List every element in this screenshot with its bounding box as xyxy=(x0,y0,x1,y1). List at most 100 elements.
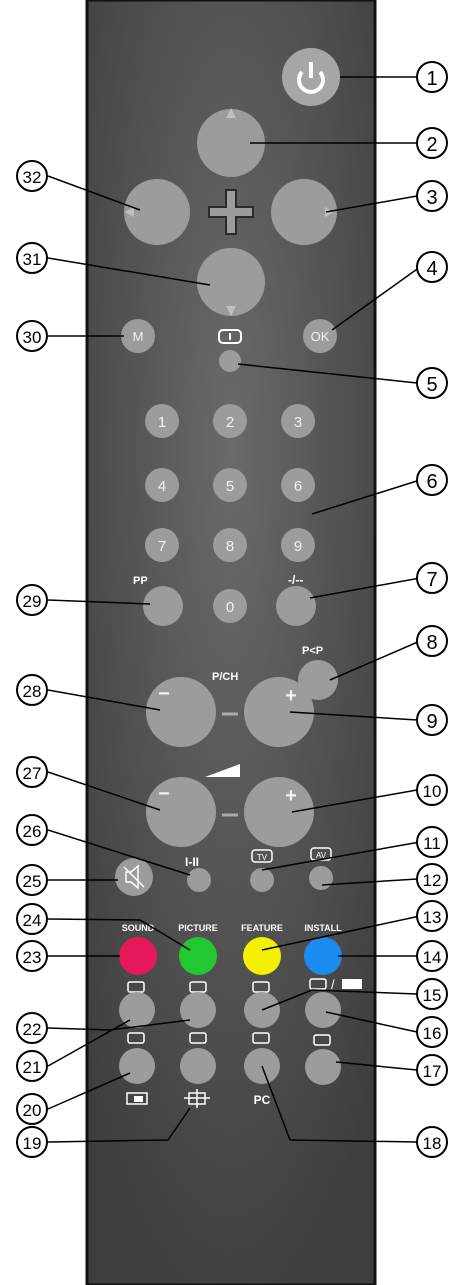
minus-icon: − xyxy=(158,683,170,705)
callout-27: 27 xyxy=(16,756,48,788)
callout-18: 18 xyxy=(416,1126,448,1158)
minus-icon: − xyxy=(158,783,170,805)
sound-label: SOUND xyxy=(122,923,155,933)
digit-button[interactable]: 6 xyxy=(281,468,315,502)
svg-text:17: 17 xyxy=(423,1062,442,1081)
callout-22: 22 xyxy=(16,1012,48,1044)
teletext-size-icon xyxy=(252,981,270,993)
yellow-button[interactable] xyxy=(243,937,281,975)
callout-13: 13 xyxy=(416,900,448,932)
callout-30: 30 xyxy=(16,320,48,352)
cursor-left-button[interactable] xyxy=(124,179,190,245)
teletext-subpage-button[interactable] xyxy=(305,1049,341,1085)
svg-text:21: 21 xyxy=(23,1058,42,1077)
pch-label: P/CH xyxy=(212,671,238,683)
svg-text:6: 6 xyxy=(426,471,437,493)
callout-4: 4 xyxy=(416,251,448,283)
callout-29: 29 xyxy=(16,584,48,616)
svg-text:9: 9 xyxy=(426,711,437,733)
svg-text:25: 25 xyxy=(23,872,42,891)
svg-text:13: 13 xyxy=(423,908,442,927)
pp-swap-label: P<P xyxy=(302,645,323,657)
mute-icon xyxy=(125,864,139,890)
cross-icon xyxy=(208,189,254,235)
pp-swap-button[interactable] xyxy=(298,660,338,700)
menu-label: M xyxy=(133,329,144,344)
svg-text:27: 27 xyxy=(23,764,42,783)
svg-text:30: 30 xyxy=(23,328,42,347)
cursor-down-button[interactable] xyxy=(197,248,265,316)
callout-leader-lines xyxy=(47,76,421,1143)
tv-button[interactable] xyxy=(250,868,274,892)
pp-button[interactable] xyxy=(143,586,183,626)
svg-text:3: 3 xyxy=(426,187,437,209)
power-button[interactable] xyxy=(282,48,340,106)
callout-17: 17 xyxy=(416,1054,448,1086)
svg-text:20: 20 xyxy=(23,1101,42,1120)
channel-down-button[interactable]: − xyxy=(146,677,216,747)
callout-2: 2 xyxy=(416,127,448,159)
svg-text:4: 4 xyxy=(426,258,437,280)
svg-text:28: 28 xyxy=(23,682,42,701)
digit-button[interactable]: 9 xyxy=(281,528,315,562)
teletext-button[interactable] xyxy=(119,992,155,1028)
digit-button[interactable]: 5 xyxy=(213,468,247,502)
callout-9: 9 xyxy=(416,704,448,736)
split-screen-icon xyxy=(342,979,362,989)
move-arrows-icon xyxy=(184,1089,210,1108)
ok-label: OK xyxy=(311,329,330,344)
dual-label: I-II xyxy=(185,855,199,869)
blue-button[interactable] xyxy=(304,937,342,975)
av-button[interactable] xyxy=(309,866,333,890)
pc-label: PC xyxy=(254,1093,271,1107)
digit-button[interactable]: 2 xyxy=(213,404,247,438)
volume-up-button[interactable]: + xyxy=(244,777,314,847)
digit-button[interactable]: 4 xyxy=(145,468,179,502)
digit-button[interactable]: 7 xyxy=(145,528,179,562)
menu-button[interactable]: M xyxy=(121,319,155,353)
teletext-hold-button[interactable] xyxy=(180,1048,216,1084)
svg-text:5: 5 xyxy=(426,374,437,396)
dual-sound-button[interactable] xyxy=(187,868,211,892)
cursor-up-button[interactable] xyxy=(197,108,265,177)
digit-label: 7 xyxy=(158,538,166,555)
callout-19: 19 xyxy=(16,1126,48,1158)
teletext-mix-button[interactable] xyxy=(305,992,341,1028)
callout-31: 31 xyxy=(16,242,48,274)
digit-label: 5 xyxy=(226,478,234,495)
digit-button[interactable]: 0 xyxy=(213,589,247,623)
mute-button[interactable] xyxy=(115,858,153,896)
dash-button[interactable] xyxy=(276,586,316,626)
svg-text:24: 24 xyxy=(23,911,42,930)
digit-button[interactable]: 3 xyxy=(281,404,315,438)
teletext-subpage-icon xyxy=(313,1034,331,1046)
info-icon xyxy=(218,329,242,344)
tv-label: TV xyxy=(257,853,268,862)
red-button[interactable] xyxy=(119,937,157,975)
teletext-index-button[interactable] xyxy=(180,992,216,1028)
svg-text:15: 15 xyxy=(423,986,442,1005)
callout-26: 26 xyxy=(16,814,48,846)
volume-down-button[interactable]: − xyxy=(146,777,216,847)
digit-button[interactable]: 8 xyxy=(213,528,247,562)
green-button[interactable] xyxy=(179,937,217,975)
svg-text:14: 14 xyxy=(423,948,442,967)
callout-7: 7 xyxy=(416,562,448,594)
channel-up-button[interactable]: + xyxy=(244,677,314,747)
dash-label: -/-- xyxy=(288,573,303,587)
callout-25: 25 xyxy=(16,864,48,896)
av-label: AV xyxy=(316,851,327,860)
picture-format-button[interactable] xyxy=(119,1048,155,1084)
digit-button[interactable]: 1 xyxy=(145,404,179,438)
callout-3: 3 xyxy=(416,180,448,212)
callout-20: 20 xyxy=(16,1093,48,1125)
svg-text:32: 32 xyxy=(23,168,42,187)
info-button[interactable] xyxy=(219,350,241,372)
plus-icon: + xyxy=(285,685,297,707)
digit-label: 0 xyxy=(226,599,234,616)
ok-button[interactable]: OK xyxy=(303,319,337,353)
svg-text:7: 7 xyxy=(426,569,437,591)
callout-16: 16 xyxy=(416,1016,448,1048)
digit-label: 4 xyxy=(158,478,166,495)
